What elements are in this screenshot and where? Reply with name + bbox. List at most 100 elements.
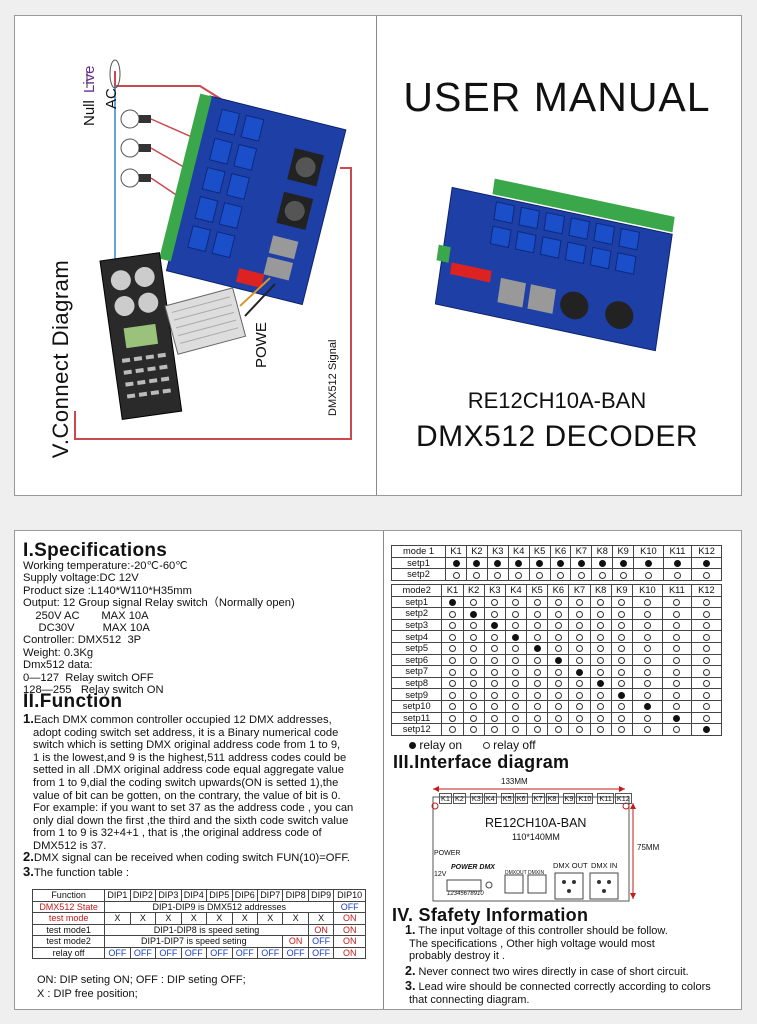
relay-cell — [568, 711, 591, 725]
relay-cell — [589, 723, 612, 736]
relay-off-icon — [512, 656, 520, 664]
relay-cell — [691, 568, 722, 581]
relay-off-icon — [533, 610, 541, 618]
relay-cell — [441, 653, 464, 667]
relay-on-icon — [473, 559, 481, 567]
table-cell: OFF — [155, 946, 182, 959]
relay-off-icon — [512, 691, 520, 699]
relay-off-icon — [673, 703, 681, 711]
relay-cell — [547, 723, 570, 736]
relay-cell — [549, 568, 572, 581]
relay-cell — [662, 556, 693, 570]
function-line: value of bit can be gotten, on the contr… — [23, 790, 379, 803]
relay-off-icon — [491, 598, 499, 606]
table-cell: test mode1 — [31, 923, 106, 936]
function-line-text: switch which is setting DMX original add… — [33, 739, 341, 752]
height-dimension: 75MM — [637, 843, 660, 852]
relay-off-icon — [577, 571, 585, 579]
table-header-cell: K1 — [445, 545, 467, 558]
relay-cell — [504, 653, 528, 667]
relay-off-icon — [597, 633, 605, 641]
relay-cell — [631, 665, 663, 678]
safety-line: probably destroy it . — [405, 950, 739, 963]
relay-cell — [483, 630, 506, 643]
relay-off-icon — [470, 656, 478, 664]
product-photo — [435, 178, 675, 352]
relay-cell — [504, 607, 528, 620]
safety-item: 3. Lead wire should be connected correct… — [405, 980, 739, 1006]
relay-cell — [504, 676, 528, 690]
safety-text: Never connect two wires directly in case… — [415, 965, 689, 978]
relay-cell — [589, 676, 612, 690]
relay-off-icon — [512, 726, 520, 734]
relay-on-icon — [618, 691, 626, 699]
relay-off-icon — [618, 622, 626, 630]
relay-cell — [462, 711, 485, 725]
table-cell: X — [282, 912, 309, 925]
relay-off-icon — [491, 680, 499, 688]
relay-cell — [528, 556, 551, 570]
relay-cell — [690, 688, 723, 701]
relay-off-icon — [597, 598, 605, 606]
safety-number: 3. — [405, 979, 416, 993]
relay-off-icon — [533, 703, 541, 711]
relay-cell — [690, 630, 723, 643]
relay-off-icon — [512, 645, 520, 653]
relay-off-icon — [618, 598, 626, 606]
relay-on-icon — [643, 703, 651, 711]
step-label: setp5 — [390, 641, 443, 655]
relay-off-icon — [448, 622, 456, 630]
relay-off-icon — [491, 610, 499, 618]
table-cell: DIP1-DIP9 is DMX512 addresses — [104, 900, 335, 913]
iface-model: RE12CH10A-BAN — [485, 816, 587, 830]
relay-cell — [462, 688, 485, 701]
relay-cell — [610, 688, 633, 701]
relay-off-icon — [702, 703, 710, 711]
relay-off-icon — [702, 680, 710, 688]
relay-cell — [504, 630, 528, 643]
relay-on-icon — [491, 622, 499, 630]
relay-on-icon — [576, 668, 583, 676]
relay-off-icon — [533, 622, 541, 630]
table-header-cell: K11 — [662, 545, 693, 558]
relay-cell — [661, 653, 692, 667]
power-text: POWER — [434, 850, 461, 857]
relay-cell — [441, 665, 464, 678]
relay-off-icon — [470, 714, 478, 722]
relay-legend: relay on relay off — [409, 738, 536, 752]
relay-on-icon — [533, 645, 541, 653]
relay-off-icon — [491, 703, 499, 711]
relay-cell — [526, 665, 549, 678]
relay-off-icon — [554, 622, 562, 630]
table-cell: X — [206, 912, 233, 925]
relay-cell — [445, 568, 467, 581]
relay-off-icon — [702, 645, 710, 653]
function-line: For example: if you want to set 37 as th… — [23, 802, 379, 815]
specifications-title: I.Specifications — [23, 540, 168, 561]
relay-on-icon — [703, 559, 711, 567]
table-header-cell: K9 — [612, 545, 635, 558]
relay-cell — [504, 688, 528, 701]
relay-cell — [483, 653, 506, 667]
table-cell: DIP1 — [104, 889, 131, 902]
relay-cell — [445, 556, 467, 570]
bottom-page: I.Specifications Working temperature:-20… — [14, 530, 742, 1010]
table-row: setp5 — [390, 641, 723, 655]
relay-off-icon — [554, 714, 562, 722]
relay-off-icon — [576, 645, 583, 653]
safety-item: 2. Never connect two wires directly in c… — [405, 964, 739, 979]
relay-cell — [462, 699, 485, 713]
table-row: setp1 — [390, 556, 722, 570]
table-header-cell: K6 — [547, 584, 570, 597]
relay-cell — [441, 711, 464, 725]
dmxin-small: DMXIN — [528, 870, 545, 876]
relay-on-icon — [448, 598, 456, 606]
function-line-text: setted in all .DMX original address code… — [33, 764, 344, 777]
table-row: setp4 — [390, 630, 723, 643]
function-line: adopt coding switch set address, it is a… — [23, 727, 379, 740]
relay-cell — [462, 665, 485, 678]
